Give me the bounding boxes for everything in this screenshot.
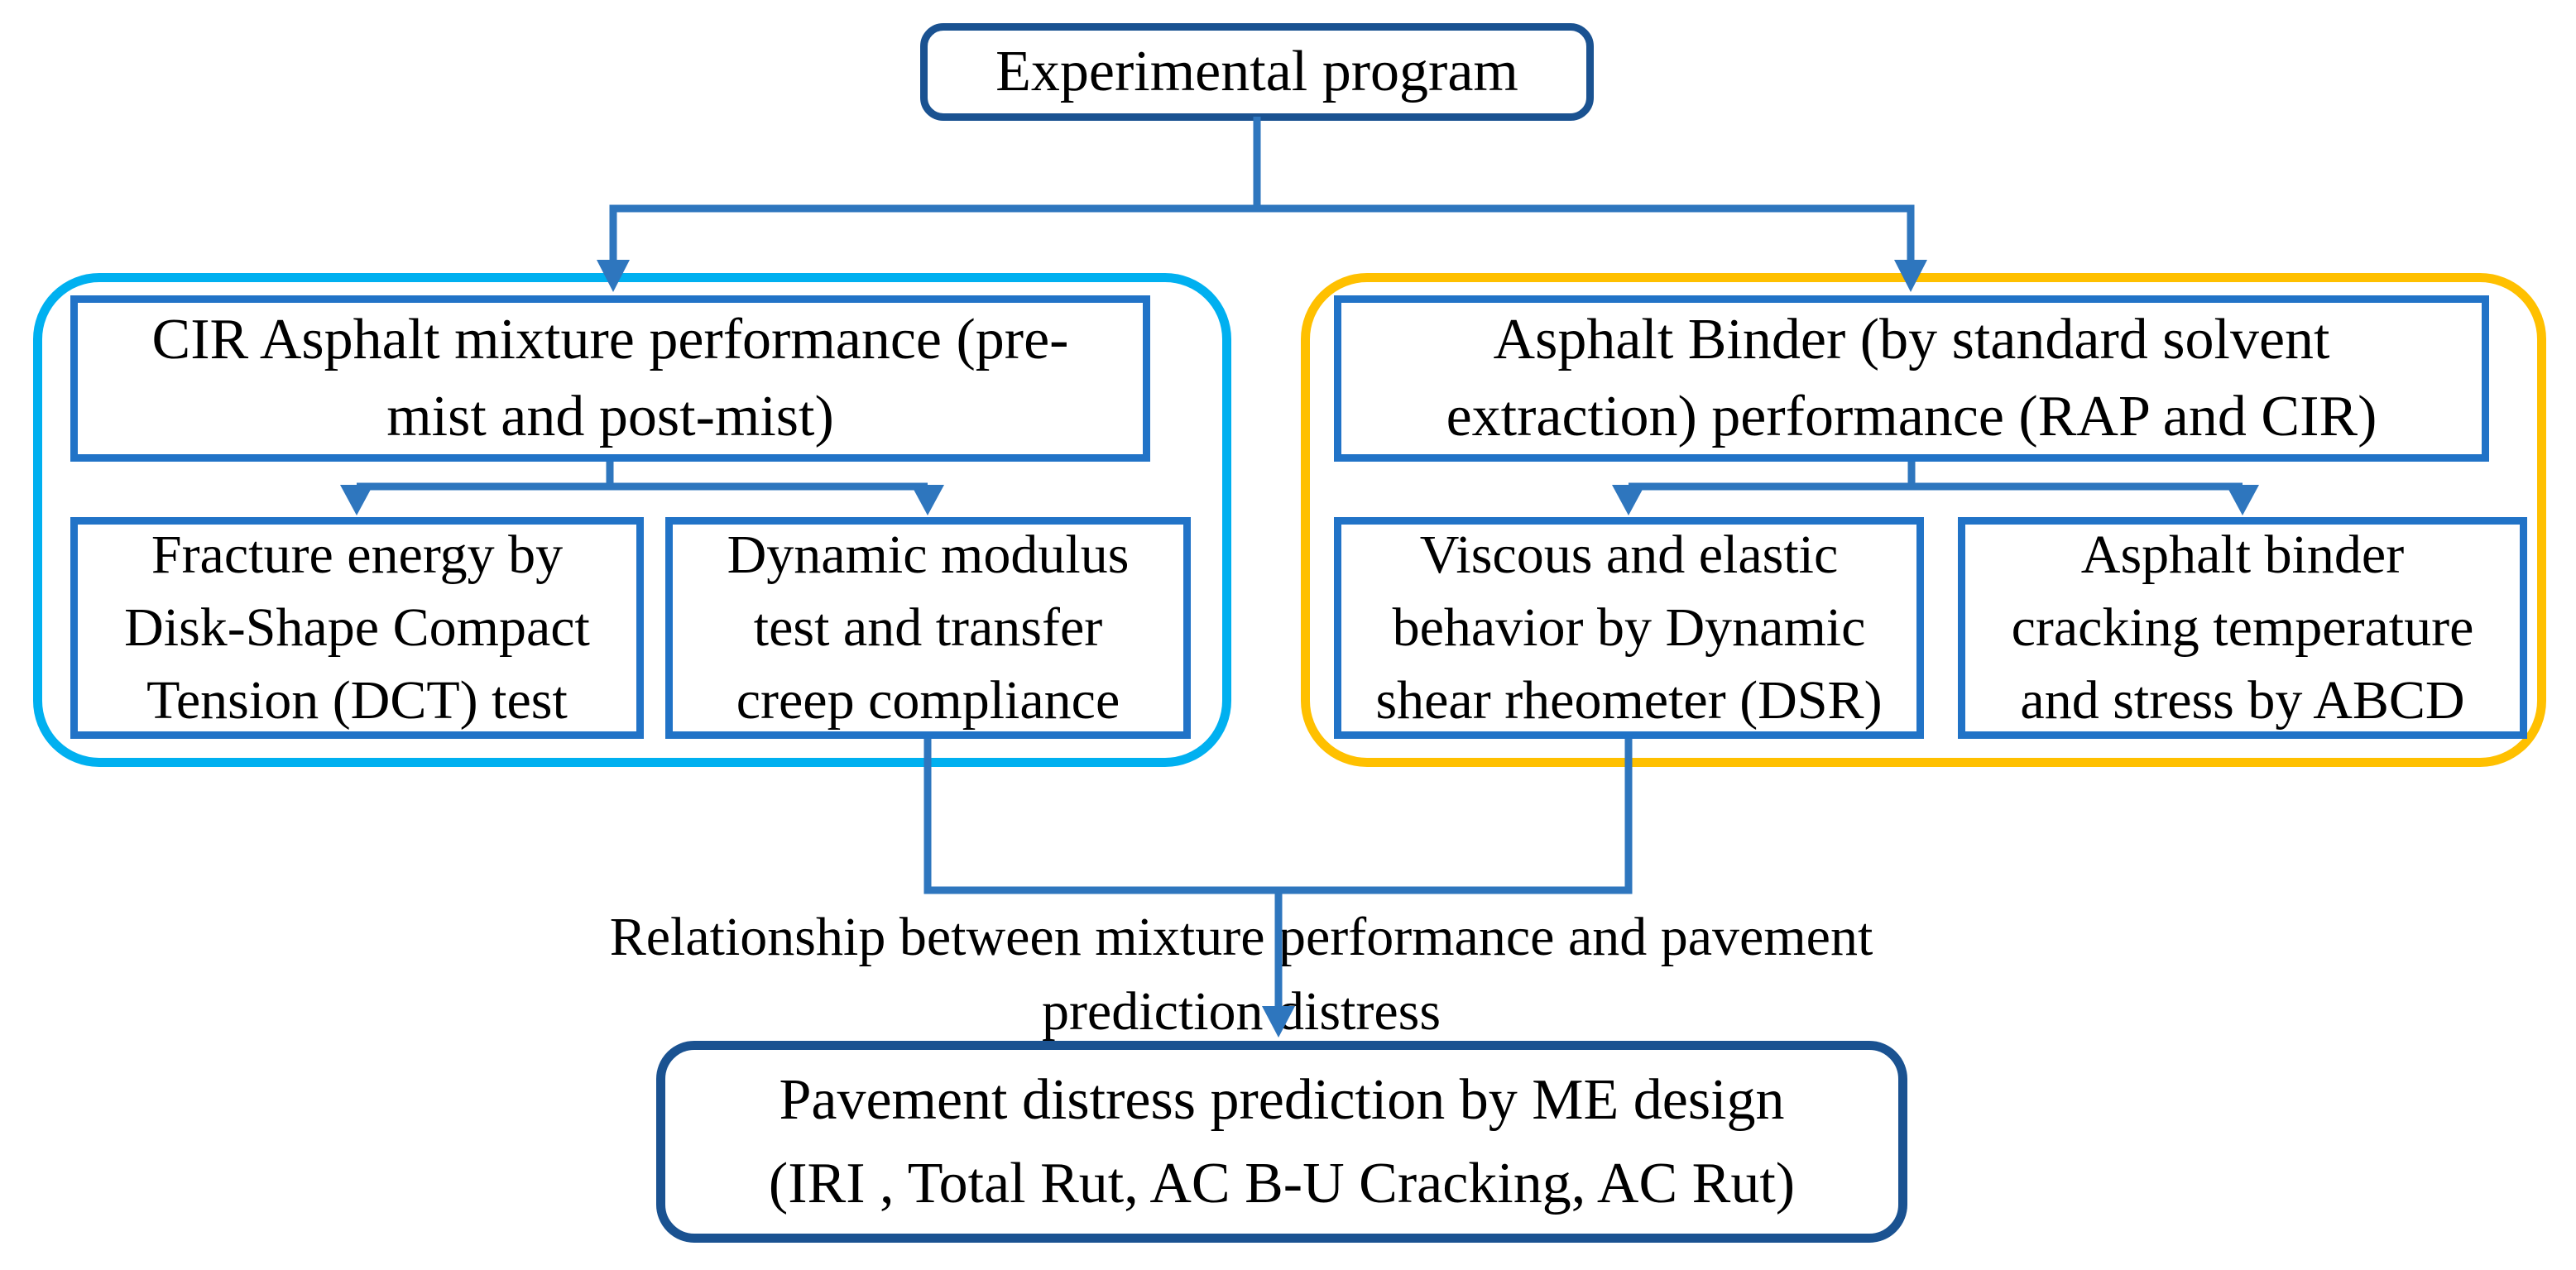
experimental-program-label: Experimental program — [995, 40, 1518, 103]
abcd-test-label: Asphalt binder cracking temperature and … — [2011, 525, 2474, 731]
dct-test-label: Fracture energy by Disk-Shape Compact Te… — [124, 525, 590, 731]
dsr-test-box: Viscous and elastic behavior by Dynamic … — [1334, 517, 1924, 739]
dct-test-box: Fracture energy by Disk-Shape Compact Te… — [70, 517, 644, 739]
relationship-label: Relationship between mixture performance… — [609, 907, 1873, 1042]
dynamic-modulus-label: Dynamic modulus test and transfer creep … — [727, 525, 1130, 731]
dynamic-modulus-box: Dynamic modulus test and transfer creep … — [665, 517, 1191, 739]
connector-root-split — [609, 204, 1915, 261]
binder-header-box: Asphalt Binder (by standard solvent extr… — [1334, 295, 2489, 462]
mixture-header-box: CIR Asphalt mixture performance (pre- mi… — [70, 295, 1150, 462]
outcome-box: Pavement distress prediction by ME desig… — [656, 1041, 1907, 1243]
outcome-label: Pavement distress prediction by ME desig… — [768, 1067, 1796, 1216]
experimental-program-box: Experimental program — [920, 23, 1594, 121]
abcd-test-box: Asphalt binder cracking temperature and … — [1958, 517, 2527, 739]
binder-header-label: Asphalt Binder (by standard solvent extr… — [1446, 308, 2377, 448]
mixture-header-label: CIR Asphalt mixture performance (pre- mi… — [151, 308, 1069, 448]
dsr-test-label: Viscous and elastic behavior by Dynamic … — [1375, 525, 1883, 731]
